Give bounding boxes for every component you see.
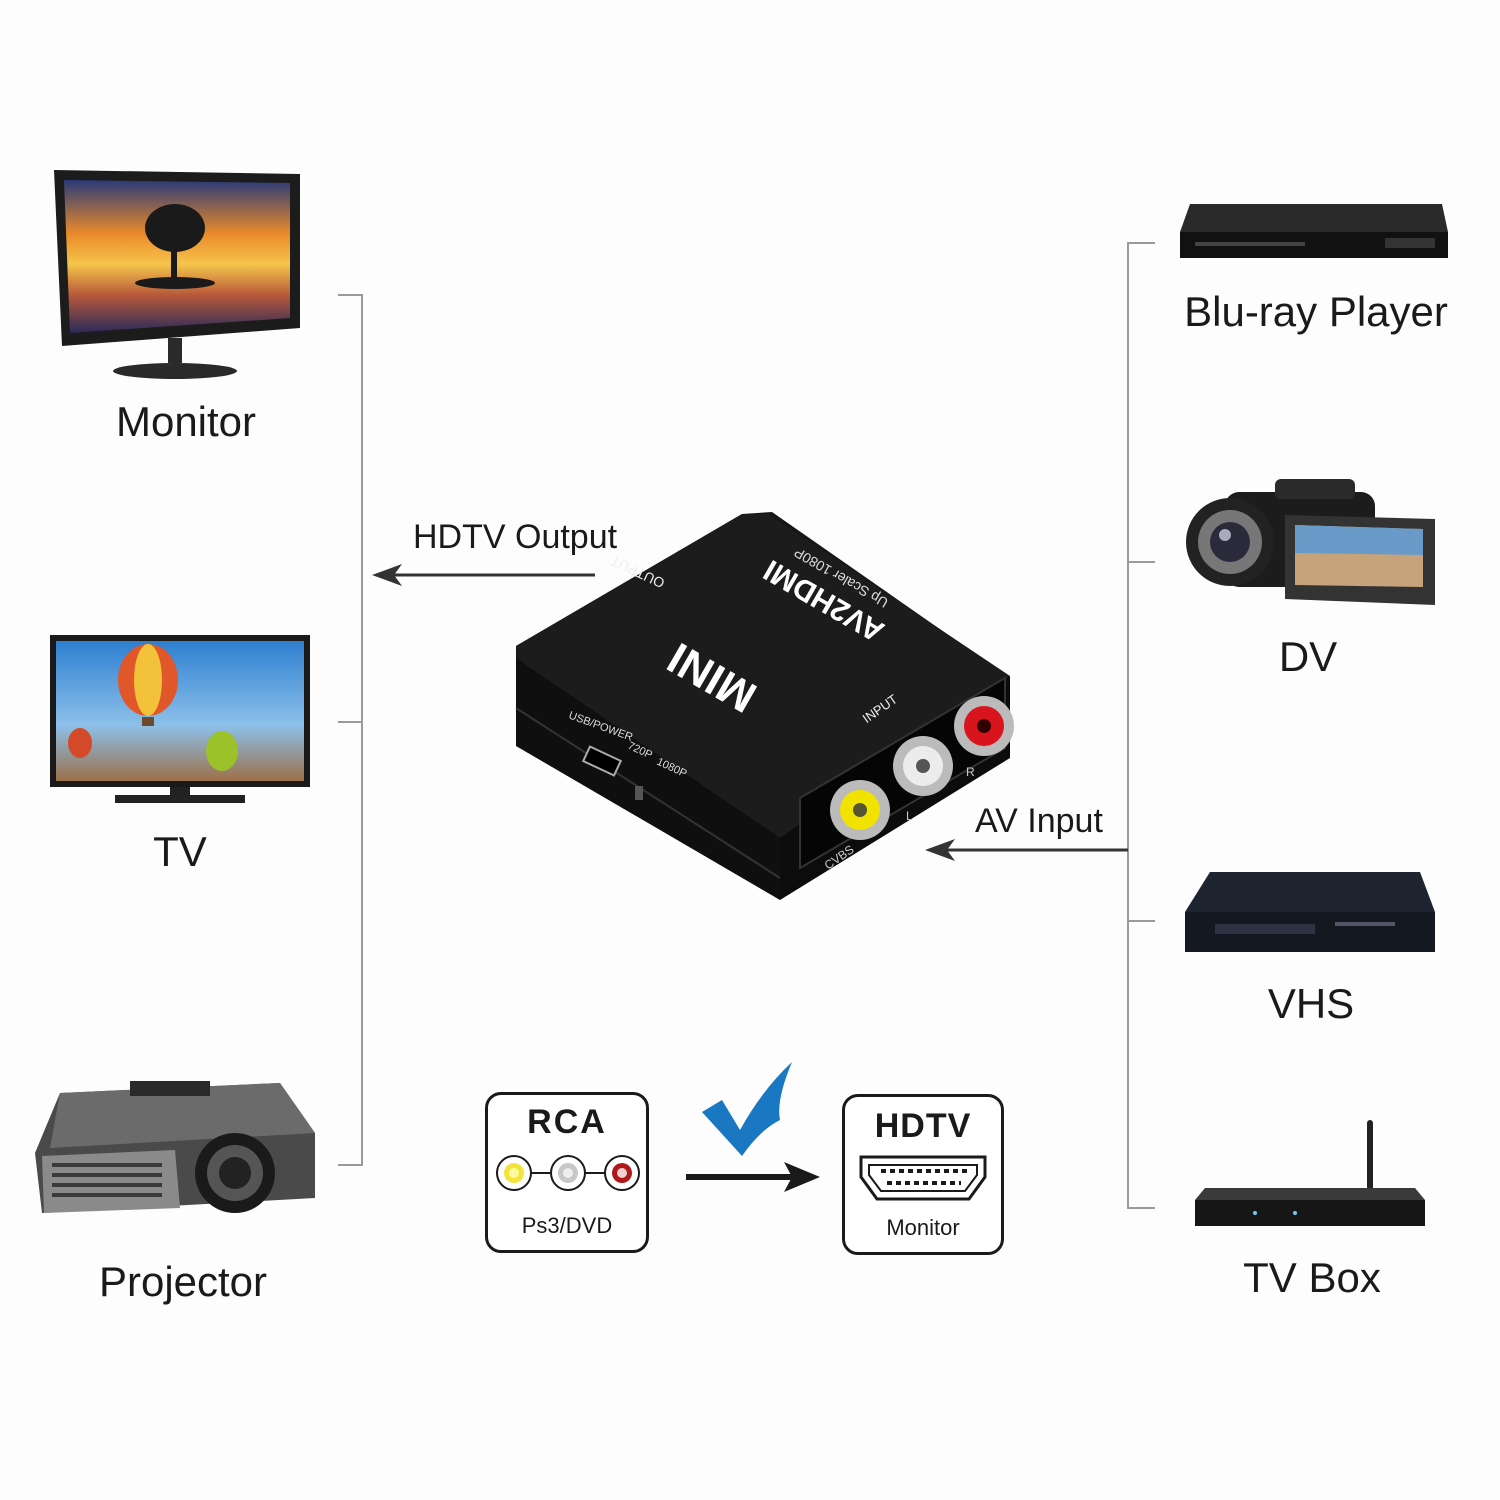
- right-bracket-line: [1127, 243, 1129, 1209]
- conversion-arrow-icon: [686, 1162, 820, 1192]
- dv-label: DV: [1278, 633, 1338, 680]
- av-input-label: AV Input: [975, 802, 1103, 840]
- projector-icon: [35, 1081, 315, 1213]
- vhs-player-icon: [1185, 872, 1435, 952]
- rca-source-card: RCA Ps3/DVD: [485, 1092, 649, 1253]
- resolution-switch[interactable]: [635, 786, 643, 800]
- av2hdmi-converter: OUTPUT AV2HDMI Up Scaler 1080P MINI INPU…: [515, 512, 1014, 900]
- vhs-label: VHS: [1267, 980, 1355, 1027]
- usb-port: [581, 745, 623, 777]
- bracket-tick: [338, 294, 363, 296]
- tv-icon: [50, 635, 310, 803]
- rca-subtitle: Ps3/DVD: [521, 1213, 613, 1238]
- bracket-tick: [1127, 242, 1155, 244]
- output-arrow-icon: [372, 564, 595, 586]
- projector-label: Projector: [98, 1258, 268, 1305]
- bracket-tick: [338, 1164, 363, 1166]
- monitor-label: Monitor: [115, 398, 257, 445]
- bracket-tick: [1127, 561, 1155, 563]
- rca-title: RCA: [527, 1103, 607, 1141]
- bracket-tick: [1127, 1207, 1155, 1209]
- red-rca-jack: [954, 696, 1014, 756]
- checkmark-icon: [702, 1062, 792, 1156]
- bracket-tick: [1127, 920, 1155, 922]
- tv-box-icon: [1195, 1120, 1425, 1226]
- bluray-player-label: Blu-ray Player: [1184, 288, 1448, 335]
- r-label: R: [966, 765, 975, 779]
- hdtv-title: HDTV: [874, 1107, 972, 1145]
- tv-label: TV: [153, 828, 207, 875]
- hdtv-output-label: HDTV Output: [413, 518, 618, 556]
- white-rca-jack: [893, 736, 953, 796]
- hdmi-port-icon: [859, 1155, 987, 1201]
- rca-jacks-icon: [496, 1155, 640, 1191]
- input-arrow-icon: [925, 839, 1128, 861]
- tv-box-label: TV Box: [1243, 1254, 1381, 1301]
- camcorder-icon: [1186, 479, 1435, 605]
- left-bracket-line: [361, 295, 363, 1166]
- monitor-icon: [54, 170, 300, 379]
- bracket-tick: [338, 721, 363, 723]
- hdtv-target-card: HDTV Monitor: [842, 1094, 1004, 1255]
- bluray-player-icon: [1180, 204, 1448, 258]
- yellow-rca-jack: [830, 780, 890, 840]
- hdtv-subtitle: Monitor: [886, 1215, 960, 1240]
- l-label: L: [906, 809, 913, 823]
